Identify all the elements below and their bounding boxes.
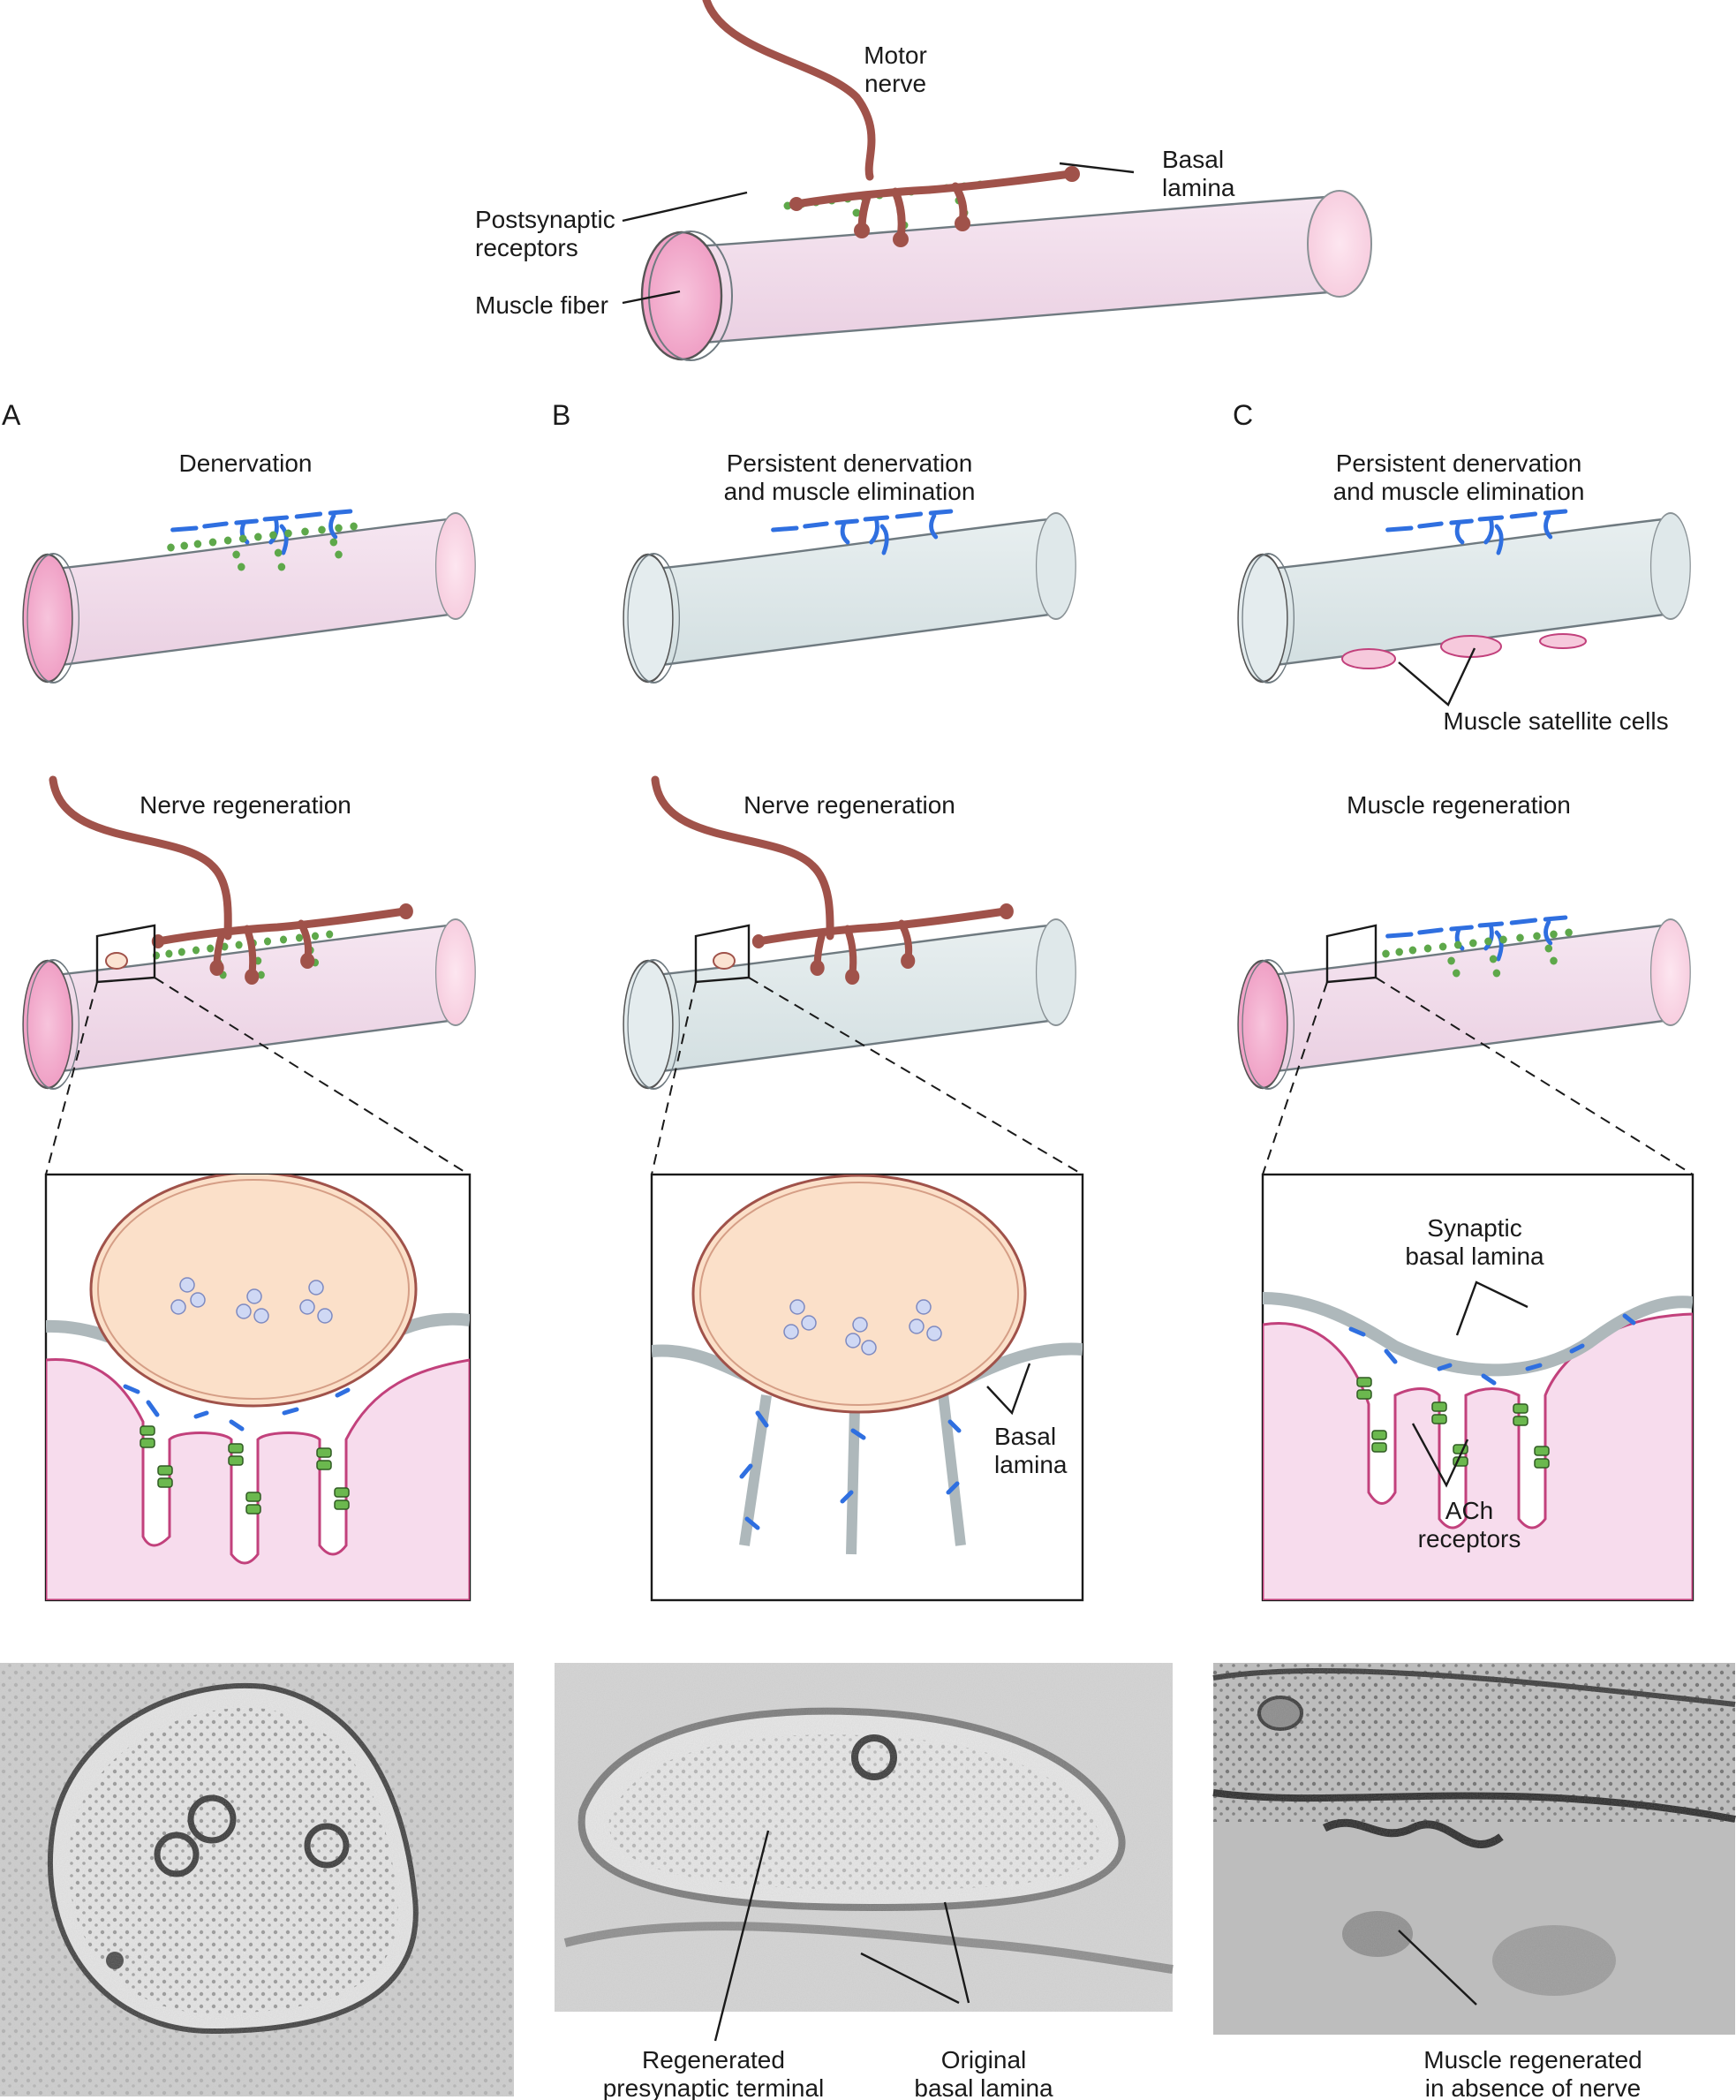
c-detail-bottom-2: receptors	[1418, 1525, 1521, 1552]
b-empty-sheath	[622, 511, 1077, 684]
c-stage2-title: Muscle regeneration	[1347, 791, 1571, 819]
a-stage2-title: Nerve regeneration	[140, 791, 351, 819]
a-regenerated-fiber	[21, 903, 477, 1091]
b-detail: Basal lamina	[650, 1173, 1084, 1602]
a-denervated-fiber	[21, 511, 477, 684]
c-empty-sheath	[1236, 511, 1692, 684]
label-muscle-fiber: Muscle fiber	[475, 291, 608, 319]
label-motor-nerve-1: Motor	[864, 42, 927, 69]
top-motor-nerve-axon	[702, 0, 876, 181]
c-leader-caption	[1398, 1930, 1477, 2006]
c-zoom-line-left	[1262, 981, 1328, 1175]
label-postsynaptic-2: receptors	[475, 234, 578, 261]
c-detail-bottom-1: ACh	[1445, 1497, 1493, 1524]
b-regenerating-axon	[651, 775, 834, 940]
c-detail-top-2: basal lamina	[1405, 1243, 1544, 1270]
c-micrograph	[1212, 1663, 1736, 2035]
b-stage1-title-1: Persistent denervation	[727, 449, 973, 477]
b-stage1-title-2: and muscle elimination	[724, 478, 976, 505]
panel-b: B Persistent denervation and muscle elim…	[552, 399, 1174, 2100]
b-leader-terminal	[713, 1830, 770, 2042]
a-regenerating-axon	[49, 775, 232, 940]
c-detail: Synaptic basal lamina ACh receptors	[1261, 1173, 1694, 1602]
b-zoom-line-left	[651, 981, 697, 1175]
label-postsynaptic-1: Postsynaptic	[475, 206, 615, 233]
b-micrograph	[555, 1663, 1174, 2042]
b-caption-terminal-1: Regenerated	[642, 2046, 785, 2074]
b-caption-lamina-2: basal lamina	[914, 2074, 1053, 2100]
label-basal-lamina-1: Basal	[1162, 146, 1224, 173]
panel-letter-c: C	[1233, 399, 1253, 431]
b-leader-lamina	[860, 1901, 970, 2005]
c-stage1-title-1: Persistent denervation	[1336, 449, 1582, 477]
a-zoom-line-left	[45, 981, 98, 1175]
b-caption-terminal-2: presynaptic terminal	[603, 2074, 825, 2100]
b-caption-lamina-1: Original	[941, 2046, 1026, 2074]
b-detail-label-1: Basal	[994, 1423, 1056, 1450]
c-satellite-cells	[1341, 633, 1587, 669]
c-detail-top-1: Synaptic	[1427, 1214, 1521, 1242]
leader-postsynaptic	[622, 191, 748, 223]
c-stage1-title-2: and muscle elimination	[1333, 478, 1585, 505]
leader-muscle-fiber	[622, 290, 681, 305]
top-muscle-fiber	[640, 166, 1373, 362]
panel-a: A Denervation Nerve regeneration	[0, 399, 514, 2096]
a-micrograph	[0, 1663, 514, 2096]
c-regenerated-fiber	[1236, 918, 1692, 1091]
a-detail	[44, 1173, 472, 1602]
label-motor-nerve-2: nerve	[864, 70, 926, 97]
c-caption-1: Muscle regenerated	[1423, 2046, 1642, 2074]
panel-letter-a: A	[2, 399, 21, 431]
b-stage2-title: Nerve regeneration	[743, 791, 955, 819]
leader-basal-lamina	[1059, 162, 1135, 174]
a-zoom-line-right	[154, 977, 470, 1175]
b-zoom-line-right	[748, 977, 1083, 1175]
c-leader-satellite	[1398, 647, 1476, 706]
c-caption-2: in absence of nerve	[1425, 2074, 1641, 2100]
top-overview: Motor nerve Basal lamina Postsynaptic re…	[475, 0, 1373, 362]
label-basal-lamina-2: lamina	[1162, 174, 1235, 201]
panel-c: C Persistent denervation and muscle elim…	[1212, 399, 1736, 2100]
panel-letter-b: B	[552, 399, 570, 431]
a-stage1-title: Denervation	[179, 449, 313, 477]
c-zoom-line-right	[1375, 977, 1694, 1175]
b-regenerated-sheath	[622, 903, 1077, 1091]
b-detail-label-2: lamina	[994, 1451, 1068, 1478]
c-label-satellite: Muscle satellite cells	[1443, 707, 1668, 735]
